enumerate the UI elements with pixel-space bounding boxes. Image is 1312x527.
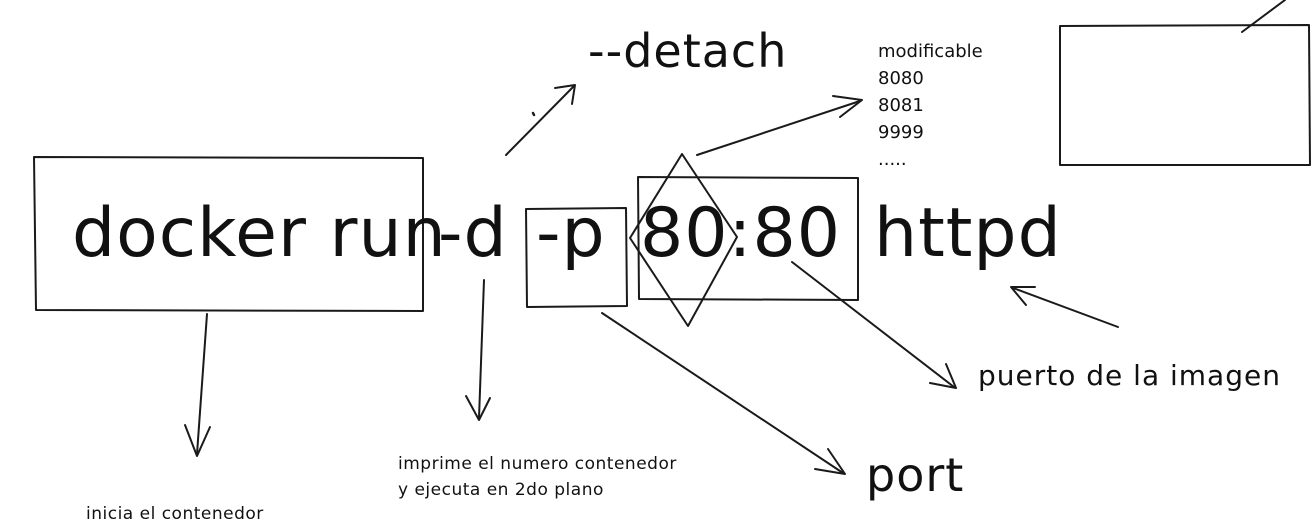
detach-arrow xyxy=(505,85,575,156)
port-arrow xyxy=(601,312,844,474)
imprime-label-line2: y ejecuta en 2do plano xyxy=(398,480,604,500)
port-flag-box xyxy=(525,207,628,308)
detach-label: --detach xyxy=(588,24,788,78)
httpd-arrow xyxy=(1012,287,1119,328)
port-option: 9999 xyxy=(878,122,924,143)
port-option-ellipsis: ..... xyxy=(878,149,907,170)
port-mapping-box xyxy=(637,176,859,301)
port-option: 8080 xyxy=(878,68,924,89)
imprime-label-line1: imprime el numero contenedor xyxy=(398,454,677,474)
colon-diamond xyxy=(629,153,738,327)
port-label: port xyxy=(866,448,965,502)
detach-flag-text: -d xyxy=(438,194,508,273)
docker-run-box xyxy=(33,156,424,312)
modificable-label: modificable xyxy=(878,41,983,62)
detach-arrow-dot xyxy=(531,111,536,117)
puerto-arrow xyxy=(791,261,955,388)
port-mapping-text: 80:80 xyxy=(640,194,841,273)
image-name-text: httpd xyxy=(874,194,1062,273)
inicia-label: inicia el contenedor xyxy=(86,504,264,524)
port-option: 8081 xyxy=(878,95,924,116)
port-options-list: modificable 8080 8081 9999 ..... xyxy=(878,38,983,173)
top-right-box xyxy=(1059,24,1311,166)
port-flag-text: -p xyxy=(536,194,606,273)
puerto-imagen-label: puerto de la imagen xyxy=(978,359,1281,392)
imprime-arrow xyxy=(478,279,485,419)
modificable-arrow xyxy=(696,100,861,156)
docker-run-text: docker run xyxy=(72,194,447,273)
inicia-arrow xyxy=(196,313,208,455)
top-right-stroke xyxy=(1241,0,1286,33)
